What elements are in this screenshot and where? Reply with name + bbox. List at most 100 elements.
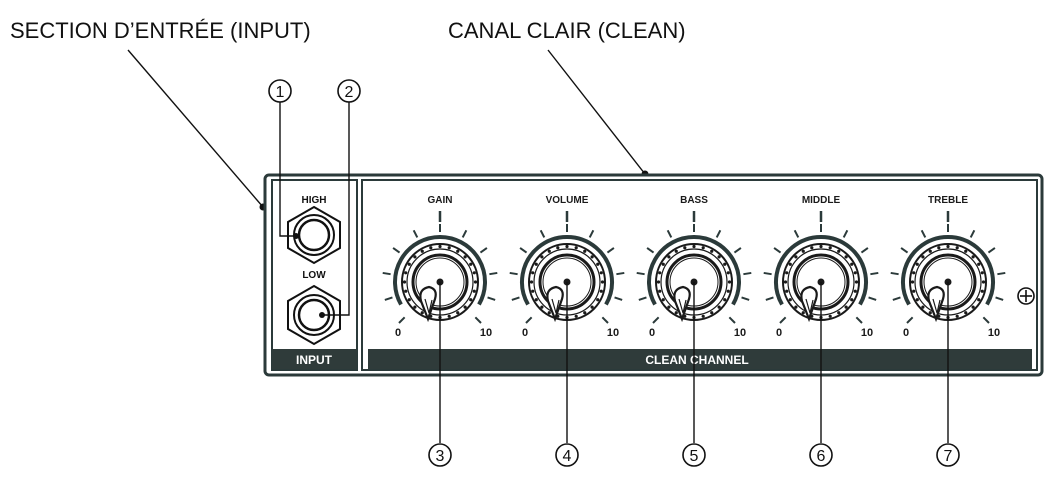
knob-pointer-line [424,298,433,314]
knob-label: MIDDLE [802,195,841,206]
knurl-dot [463,255,467,259]
knurl-dot [531,289,535,293]
knurl-dot [540,305,544,309]
scale-min-label: 0 [395,327,401,339]
knurl-dot [910,280,915,284]
knurl-dot [977,298,981,302]
input-footer-label: INPUT [296,353,333,367]
knurl-dot [971,255,975,259]
knurl-dot [469,262,473,266]
knurl-dot [661,298,665,302]
knurl-dot [710,311,714,315]
knurl-dot [429,246,433,250]
knurl-dot [683,246,687,250]
knob-label: TREBLE [928,195,968,206]
scale-tick [997,271,1006,276]
knob-pointer [800,285,818,323]
knurl-dot [850,262,854,266]
knurl-dot [407,262,411,266]
knurl-dot [701,246,705,250]
knurl-dot [407,298,411,302]
knurl-dot [955,314,959,318]
scale-tick [614,296,623,301]
knurl-dot [656,280,661,284]
knurl-dot [590,305,594,309]
knurl-dot [921,305,925,309]
knurl-dot [472,271,476,275]
leader-clean-channel [547,49,646,175]
knurl-dot [547,249,551,253]
marker-2: 2 [337,79,361,103]
knurl-dot [599,289,603,293]
leader-dot-2 [319,312,325,318]
knurl-dot [726,289,730,293]
knurl-dot [599,271,603,275]
knob-pointer-line [805,298,814,314]
scale-max-label: 10 [861,327,873,339]
scale-tick [920,229,927,238]
high-input-jack[interactable] [287,205,341,265]
knurl-dot [844,255,848,259]
knurl-dot [565,244,569,249]
knob-pointer-line [551,298,560,314]
leader-input-section [127,49,264,208]
scale-tick [906,316,914,324]
svg-text:6: 6 [817,448,826,465]
knurl-dot [723,262,727,266]
knurl-dot [785,289,789,293]
scale-min-label: 0 [649,327,655,339]
scale-min-label: 0 [522,327,528,339]
callout-input-section: SECTION D’ENTRÉE (INPUT) [10,18,311,43]
knurl-dot [404,271,408,275]
marker-1: 1 [268,79,292,103]
knurl-dot [912,289,916,293]
high-label: HIGH [302,195,327,206]
scale-tick [779,316,787,324]
scale-tick [588,229,595,238]
knob-pointer [419,285,437,323]
knurl-dot [726,271,730,275]
knurl-dot [413,255,417,259]
knurl-dot [469,298,473,302]
scale-tick [793,229,800,238]
knurl-dot [819,244,823,249]
knurl-dot [964,249,968,253]
knurl-dot [853,289,857,293]
marker-5: 5 [682,443,706,467]
marker-6: 6 [809,443,833,467]
knurl-dot [463,305,467,309]
scale-tick [765,296,774,301]
scale-tick [987,247,996,254]
knurl-dot [928,249,932,253]
scale-tick [479,247,488,254]
scale-tick [392,247,401,254]
scale-tick [855,316,863,324]
scale-tick [860,247,869,254]
scale-tick [900,247,909,254]
leader-dot-1 [293,233,299,239]
scale-tick [636,271,645,276]
scale-tick [728,316,736,324]
knurl-dot [981,280,986,284]
knurl-dot [710,249,714,253]
knob-label: GAIN [428,195,453,206]
scale-min-label: 0 [903,327,909,339]
knurl-dot [980,271,984,275]
scale-tick [638,296,647,301]
knurl-dot [438,244,442,249]
knurl-dot [402,280,407,284]
knurl-dot [912,271,916,275]
knurl-dot [534,298,538,302]
scale-tick [487,296,496,301]
knurl-dot [946,244,950,249]
svg-text:4: 4 [563,448,572,465]
knurl-dot [837,249,841,253]
scale-max-label: 10 [607,327,619,339]
knurl-dot [837,311,841,315]
knurl-dot [727,280,732,284]
knurl-dot [788,298,792,302]
knurl-dot [971,305,975,309]
svg-text:1: 1 [276,84,285,101]
scale-tick [982,316,990,324]
